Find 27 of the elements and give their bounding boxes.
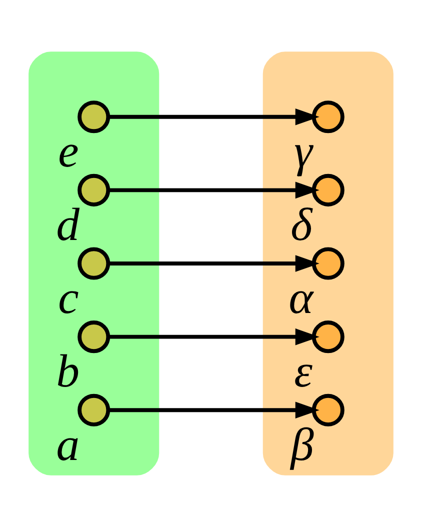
node-circle bbox=[78, 320, 110, 354]
node-circle bbox=[312, 394, 344, 426]
node-label: d bbox=[56, 200, 80, 251]
cluster bbox=[262, 52, 394, 476]
node-label: β bbox=[290, 420, 314, 471]
node-circle bbox=[312, 174, 344, 206]
cluster bbox=[28, 52, 160, 476]
node-label: γ bbox=[294, 126, 312, 178]
node-label: α bbox=[288, 273, 314, 324]
node-label: a bbox=[56, 420, 80, 471]
node-label: c bbox=[58, 273, 79, 324]
node-label: δ bbox=[290, 200, 312, 251]
node-circle bbox=[312, 320, 344, 354]
arrow bbox=[108, 402, 320, 419]
node-circle bbox=[78, 100, 110, 134]
node-circle bbox=[312, 247, 344, 280]
arrow bbox=[108, 182, 320, 199]
arrow bbox=[108, 328, 320, 346]
arrow bbox=[108, 255, 320, 272]
arrow bbox=[108, 108, 320, 126]
node-circle bbox=[78, 247, 110, 280]
node-label: e bbox=[58, 126, 79, 178]
node-circle bbox=[78, 174, 110, 206]
node-label: b bbox=[56, 346, 80, 398]
node-label: ε bbox=[294, 346, 312, 398]
node-circle bbox=[78, 394, 110, 426]
node-circle bbox=[312, 100, 344, 134]
